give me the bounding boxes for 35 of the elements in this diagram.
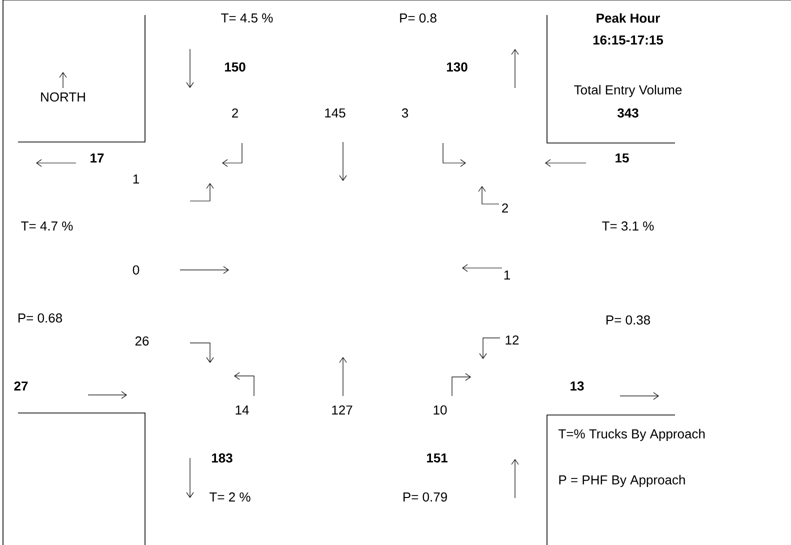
movement-count: 10 [434,405,447,415]
legend-note: P = PHF By Approach [559,474,685,488]
approach-volume: 151 [426,453,448,463]
movement-count: 2 [502,203,508,213]
truck-percentage: T= 4.5 % [221,13,273,23]
total-volume: 343 [617,108,638,118]
movement-count: 1 [504,270,510,280]
movement-count: 2 [232,108,238,118]
peak-hour-factor: P= 0.38 [606,315,650,325]
approach-volume: 15 [616,153,629,163]
departure-volume: 17 [90,154,104,162]
departure-volume: 183 [212,453,232,463]
approach-volume: 150 [224,62,246,72]
truck-percentage: T= 4.7 % [21,221,73,231]
compass-label: NORTH [41,92,85,102]
truck-percentage: T= 3.1 % [602,221,654,231]
approach-volume: 27 [14,381,28,391]
peak-hour-factor: P= 0.68 [18,313,62,323]
peak-hour-factor: P= 0.8 [400,13,436,23]
peak-hour-factor: P= 0.79 [403,492,447,502]
movement-count: 12 [506,335,519,345]
movement-count: 3 [402,108,408,118]
departure-volume: 13 [570,381,584,391]
movement-count: 127 [332,405,352,415]
movement-count: 26 [135,336,149,346]
movement-count: 145 [325,108,346,118]
legend-note: T=% Trucks By Approach [558,428,705,442]
heading: Peak Hour [596,13,660,23]
departure-volume: 130 [446,62,468,72]
movement-count: 1 [133,174,139,184]
heading: 16:15-17:15 [593,35,664,45]
movement-count: 14 [236,406,249,414]
truck-percentage: T= 2 % [210,492,250,502]
movement-count: 0 [132,265,140,275]
total-label: Total Entry Volume [574,84,682,98]
